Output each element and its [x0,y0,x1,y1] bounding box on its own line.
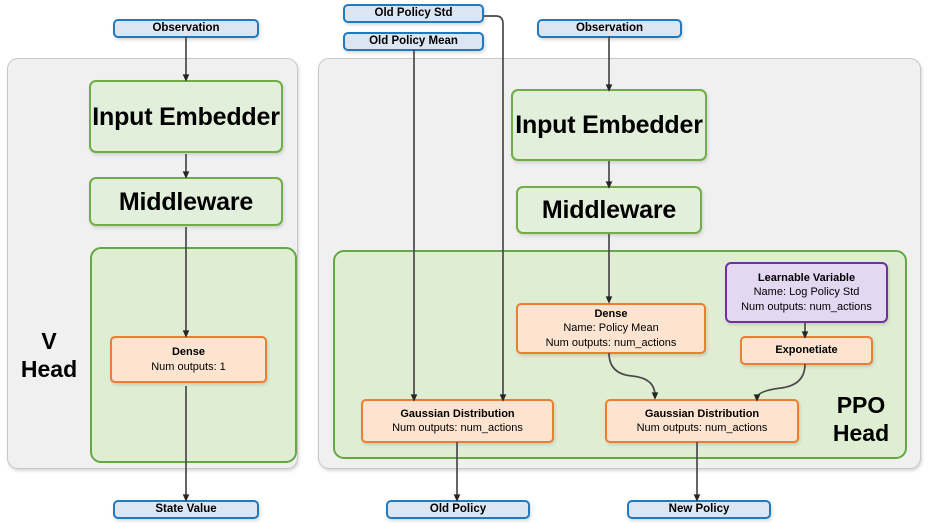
v-head-dense-node[interactable]: Dense Num outputs: 1 [110,336,267,383]
old-policy-std-node[interactable]: Old Policy Std [343,4,484,23]
new-policy-output-node[interactable]: New Policy [627,500,771,519]
v-head-observation-node[interactable]: Observation [113,19,259,38]
new-policy-output-label: New Policy [668,503,730,516]
gaussian-distribution-old-node[interactable]: Gaussian Distribution Num outputs: num_a… [361,399,554,443]
gaussian-new-title: Gaussian Distribution [644,407,760,420]
dense-policy-mean-node[interactable]: Dense Name: Policy Mean Num outputs: num… [516,303,706,354]
ppo-head-caption-line1: PPO [836,392,886,418]
old-policy-output-node[interactable]: Old Policy [386,500,530,519]
exponetiate-label: Exponetiate [775,344,838,357]
ppo-head-middleware-node[interactable]: Middleware [516,186,702,234]
dense-policy-mean-title: Dense [594,308,628,321]
v-head-observation-label: Observation [152,22,220,35]
ppo-head-observation-label: Observation [575,22,644,35]
old-policy-std-label: Old Policy Std [374,7,453,20]
ppo-head-input-embedder-label: Input Embedder [515,111,703,139]
v-head-caption-line1: V [41,328,57,354]
exponetiate-node[interactable]: Exponetiate [740,336,873,365]
dense-policy-mean-name: Name: Policy Mean [563,322,659,335]
ppo-head-caption-line2: Head [832,420,890,447]
ppo-head-observation-node[interactable]: Observation [537,19,682,38]
gaussian-old-title: Gaussian Distribution [400,407,515,420]
v-head-input-embedder-node[interactable]: Input Embedder [89,80,283,153]
v-head-middleware-node[interactable]: Middleware [89,177,283,226]
learnable-variable-title: Learnable Variable [757,272,856,285]
old-policy-mean-node[interactable]: Old Policy Mean [343,32,484,51]
old-policy-mean-label: Old Policy Mean [369,35,458,48]
ppo-head-middleware-label: Middleware [541,196,677,224]
state-value-label: State Value [155,503,217,516]
v-head-dense-outputs: Num outputs: 1 [151,360,226,373]
v-head-middleware-label: Middleware [118,187,254,216]
gaussian-old-outputs: Num outputs: num_actions [392,422,523,434]
learnable-variable-outputs: Num outputs: num_actions [741,300,872,313]
ppo-head-caption: PPO Head [818,391,904,447]
learnable-variable-node[interactable]: Learnable Variable Name: Log Policy Std … [725,262,888,323]
v-head-caption-line2: Head [20,356,78,383]
gaussian-new-outputs: Num outputs: num_actions [636,422,768,434]
learnable-variable-name: Name: Log Policy Std [753,286,860,299]
old-policy-output-label: Old Policy [429,503,487,516]
gaussian-distribution-new-node[interactable]: Gaussian Distribution Num outputs: num_a… [605,399,799,443]
v-head-caption: V Head [10,327,88,383]
ppo-head-input-embedder-node[interactable]: Input Embedder [511,89,707,161]
dense-policy-mean-outputs: Num outputs: num_actions [545,336,677,349]
state-value-node[interactable]: State Value [113,500,259,519]
v-head-dense-title: Dense [171,346,206,359]
v-head-input-embedder-label: Input Embedder [92,102,280,131]
